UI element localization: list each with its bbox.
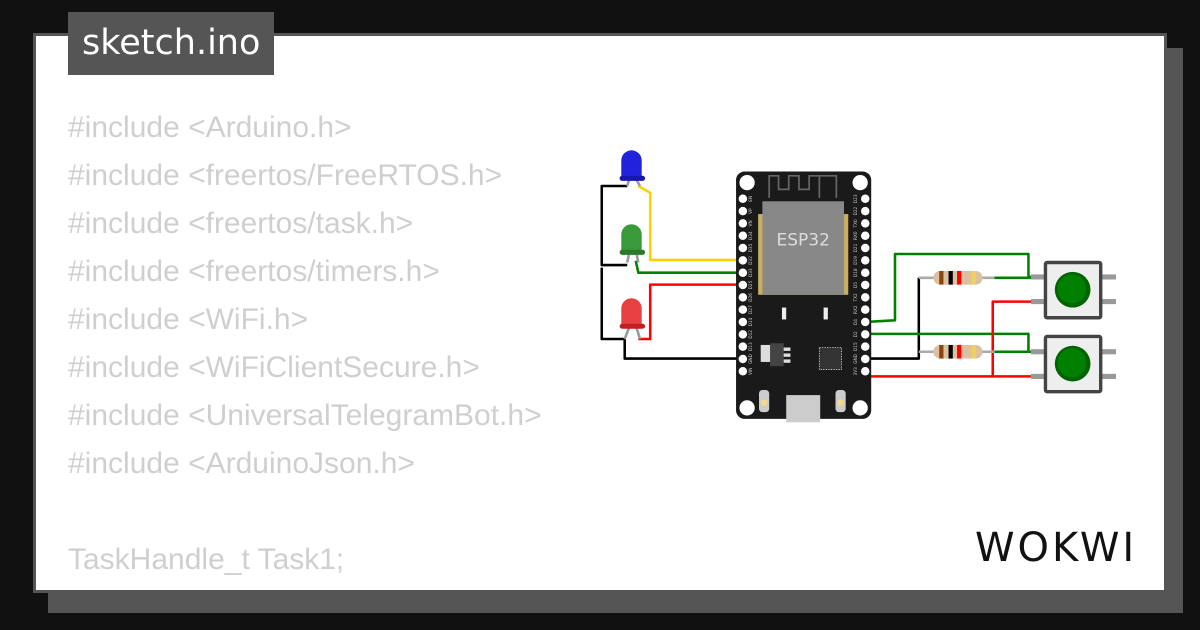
pin-d26[interactable] [738, 293, 748, 302]
wire-green-d4 [865, 252, 1046, 324]
pin-d22[interactable] [861, 206, 870, 216]
pin-label: VIN [748, 368, 754, 375]
pin-label: RX2 [853, 305, 859, 314]
code-line: #include <WiFi.h> [68, 303, 309, 336]
pin-label: 3V3 [853, 367, 859, 376]
pin-label: GND [748, 353, 754, 363]
led-blue[interactable] [619, 150, 646, 187]
pin-label: D21 [853, 243, 859, 252]
wire-black-gnd [865, 277, 921, 360]
pin-rx0[interactable] [861, 231, 870, 240]
pin-vp[interactable] [738, 206, 748, 216]
led-red[interactable] [619, 298, 646, 340]
pin-d23[interactable] [861, 194, 870, 204]
pin-label: EN [748, 196, 754, 202]
file-tab-title[interactable]: sketch.ino [68, 12, 275, 75]
wire-red-3v3 [864, 300, 1046, 378]
pin-d2[interactable] [861, 330, 870, 339]
pin-label: D13 [748, 342, 754, 351]
code-line: TaskHandle_t Task1; [68, 543, 345, 576]
pin-vin[interactable] [738, 367, 748, 376]
pin-d4[interactable] [861, 317, 870, 327]
code-line: #include <Arduino.h> [68, 111, 352, 144]
code-line: #include <freertos/FreeRTOS.h> [68, 159, 503, 192]
pin-d19[interactable] [861, 256, 870, 265]
pin-label: GND [853, 353, 859, 363]
wire-red-led [638, 283, 743, 341]
wire-yellow [637, 184, 743, 262]
pin-vn[interactable] [738, 219, 748, 228]
pin-label: VP [748, 208, 754, 214]
pushbutton-2[interactable] [1031, 334, 1116, 394]
pin-label: D19 [853, 256, 859, 265]
pin-label: D5 [853, 282, 859, 288]
pin-d33[interactable] [738, 268, 748, 277]
pin-label: D23 [853, 194, 859, 203]
pin-d25[interactable] [738, 280, 748, 290]
pin-d12[interactable] [738, 330, 748, 339]
pin-tx0[interactable] [861, 219, 870, 228]
pin-gnd[interactable] [738, 354, 748, 364]
pin-d13[interactable] [738, 342, 748, 351]
pin-label: D33 [748, 268, 754, 277]
pin-label: D14 [748, 317, 754, 326]
resistor-1[interactable] [918, 271, 995, 285]
pin-d32[interactable] [738, 256, 748, 265]
pin-label: RX0 [853, 231, 859, 240]
esp32-board[interactable]: ESP32 ENVPVND34D35D32D33D25D26D27D14D12D… [736, 171, 872, 423]
wire-green-led [634, 260, 743, 274]
pin-label: D26 [748, 293, 754, 302]
chip-label: ESP32 [776, 230, 829, 250]
pin-label: D4 [853, 319, 859, 325]
pin-label: VN [748, 220, 754, 226]
pin-label: D25 [748, 280, 754, 289]
pushbutton-1[interactable] [1031, 260, 1116, 320]
led-green[interactable] [619, 224, 646, 263]
pin-d27[interactable] [738, 305, 748, 314]
code-line: #include <UniversalTelegramBot.h> [68, 399, 542, 432]
pin-label: D15 [853, 342, 859, 351]
code-line: #include <freertos/timers.h> [68, 255, 440, 288]
pin-rx2[interactable] [861, 305, 870, 314]
code-preview: #include <Arduino.h> #include <freertos/… [68, 104, 542, 590]
pin-label: D35 [748, 243, 754, 252]
pin-gnd[interactable] [861, 354, 870, 364]
circuit-group: ESP32 ENVPVND34D35D32D33D25D26D27D14D12D… [600, 150, 1116, 423]
pin-en[interactable] [738, 194, 748, 204]
pin-d18[interactable] [861, 268, 870, 277]
code-line: #include <freertos/task.h> [68, 207, 414, 240]
pin-d15[interactable] [861, 342, 870, 351]
pin-label: D34 [748, 231, 754, 240]
pin-label: TX0 [853, 219, 859, 229]
pin-label: D27 [748, 305, 754, 314]
pin-label: TX2 [853, 293, 859, 303]
wokwi-logo: WOKWI [975, 525, 1138, 571]
resistor-2[interactable] [918, 344, 995, 359]
pin-d5[interactable] [861, 280, 870, 290]
code-line: #include <WiFiClientSecure.h> [68, 351, 480, 384]
pin-label: D32 [748, 256, 754, 265]
pin-3v3[interactable] [861, 367, 870, 376]
pin-label: D18 [853, 268, 859, 277]
pin-d34[interactable] [738, 231, 748, 240]
pin-d21[interactable] [861, 243, 870, 253]
pin-label: D22 [853, 206, 859, 215]
code-line: #include <ArduinoJson.h> [68, 447, 415, 480]
pin-d35[interactable] [738, 243, 748, 253]
pin-label: D2 [853, 331, 859, 337]
preview-card: #include <Arduino.h> #include <freertos/… [33, 33, 1167, 593]
pin-d14[interactable] [738, 317, 748, 327]
pin-label: D12 [748, 330, 754, 339]
pin-tx2[interactable] [861, 293, 870, 302]
